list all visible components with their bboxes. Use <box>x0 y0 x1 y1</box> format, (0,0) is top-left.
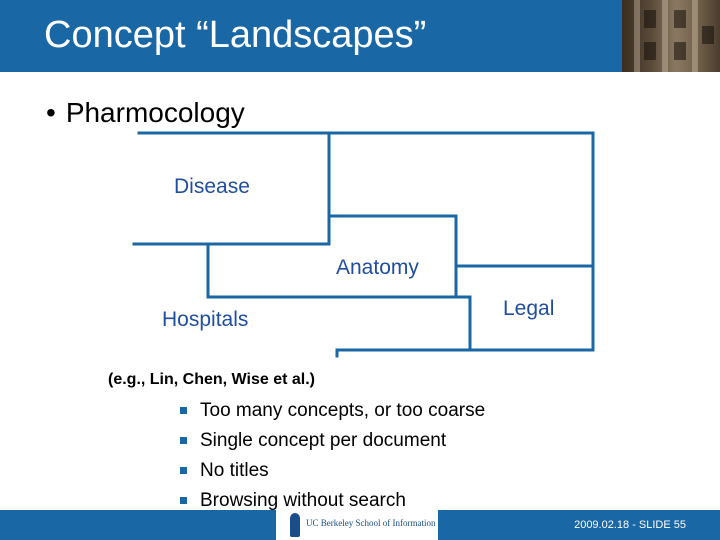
list-item: No titles <box>180 456 485 486</box>
reference-citation: (e.g., Lin, Chen, Wise et al.) <box>108 371 315 388</box>
center-divider <box>327 214 458 299</box>
berkeley-logo: UC Berkeley School of Information <box>276 510 438 540</box>
main-bullet-text: Pharmocology <box>65 97 245 128</box>
list-item-text: Browsing without search <box>200 490 406 511</box>
region-label-legal: Legal <box>503 297 555 320</box>
list-item: Too many concepts, or too coarse <box>180 396 485 426</box>
list-item-text: Single concept per document <box>200 430 447 451</box>
list-item: Single concept per document <box>180 426 485 456</box>
title-bar: Concept “Landscapes” <box>0 0 720 72</box>
region-label-anatomy: Anatomy <box>336 256 419 279</box>
disease-region-border <box>132 131 331 246</box>
top-right-border <box>327 131 595 358</box>
anatomy-region-border <box>206 242 472 299</box>
region-label-hospitals: Hospitals <box>162 308 249 331</box>
square-bullet-icon <box>180 407 187 414</box>
issues-list: Too many concepts, or too coarse Single … <box>180 396 485 516</box>
list-item-text: No titles <box>200 460 269 481</box>
square-bullet-icon <box>180 497 187 504</box>
region-label-disease: Disease <box>174 175 250 198</box>
footer-bar: UC Berkeley School of Information 2009.0… <box>0 510 720 540</box>
square-bullet-icon <box>180 467 187 474</box>
logo-text: UC Berkeley School of Information <box>306 518 436 528</box>
header-photo <box>622 0 720 72</box>
slide-number: 2009.02.18 - SLIDE 55 <box>574 519 686 531</box>
list-item-text: Too many concepts, or too coarse <box>200 400 486 421</box>
slide-title: Concept “Landscapes” <box>44 14 427 56</box>
list-item: Browsing without search <box>180 486 485 516</box>
square-bullet-icon <box>180 437 187 444</box>
round-bullet-icon: • <box>46 97 56 128</box>
berkeley-logo-figure-icon <box>290 513 300 537</box>
main-bullet: • Pharmocology <box>46 96 245 130</box>
